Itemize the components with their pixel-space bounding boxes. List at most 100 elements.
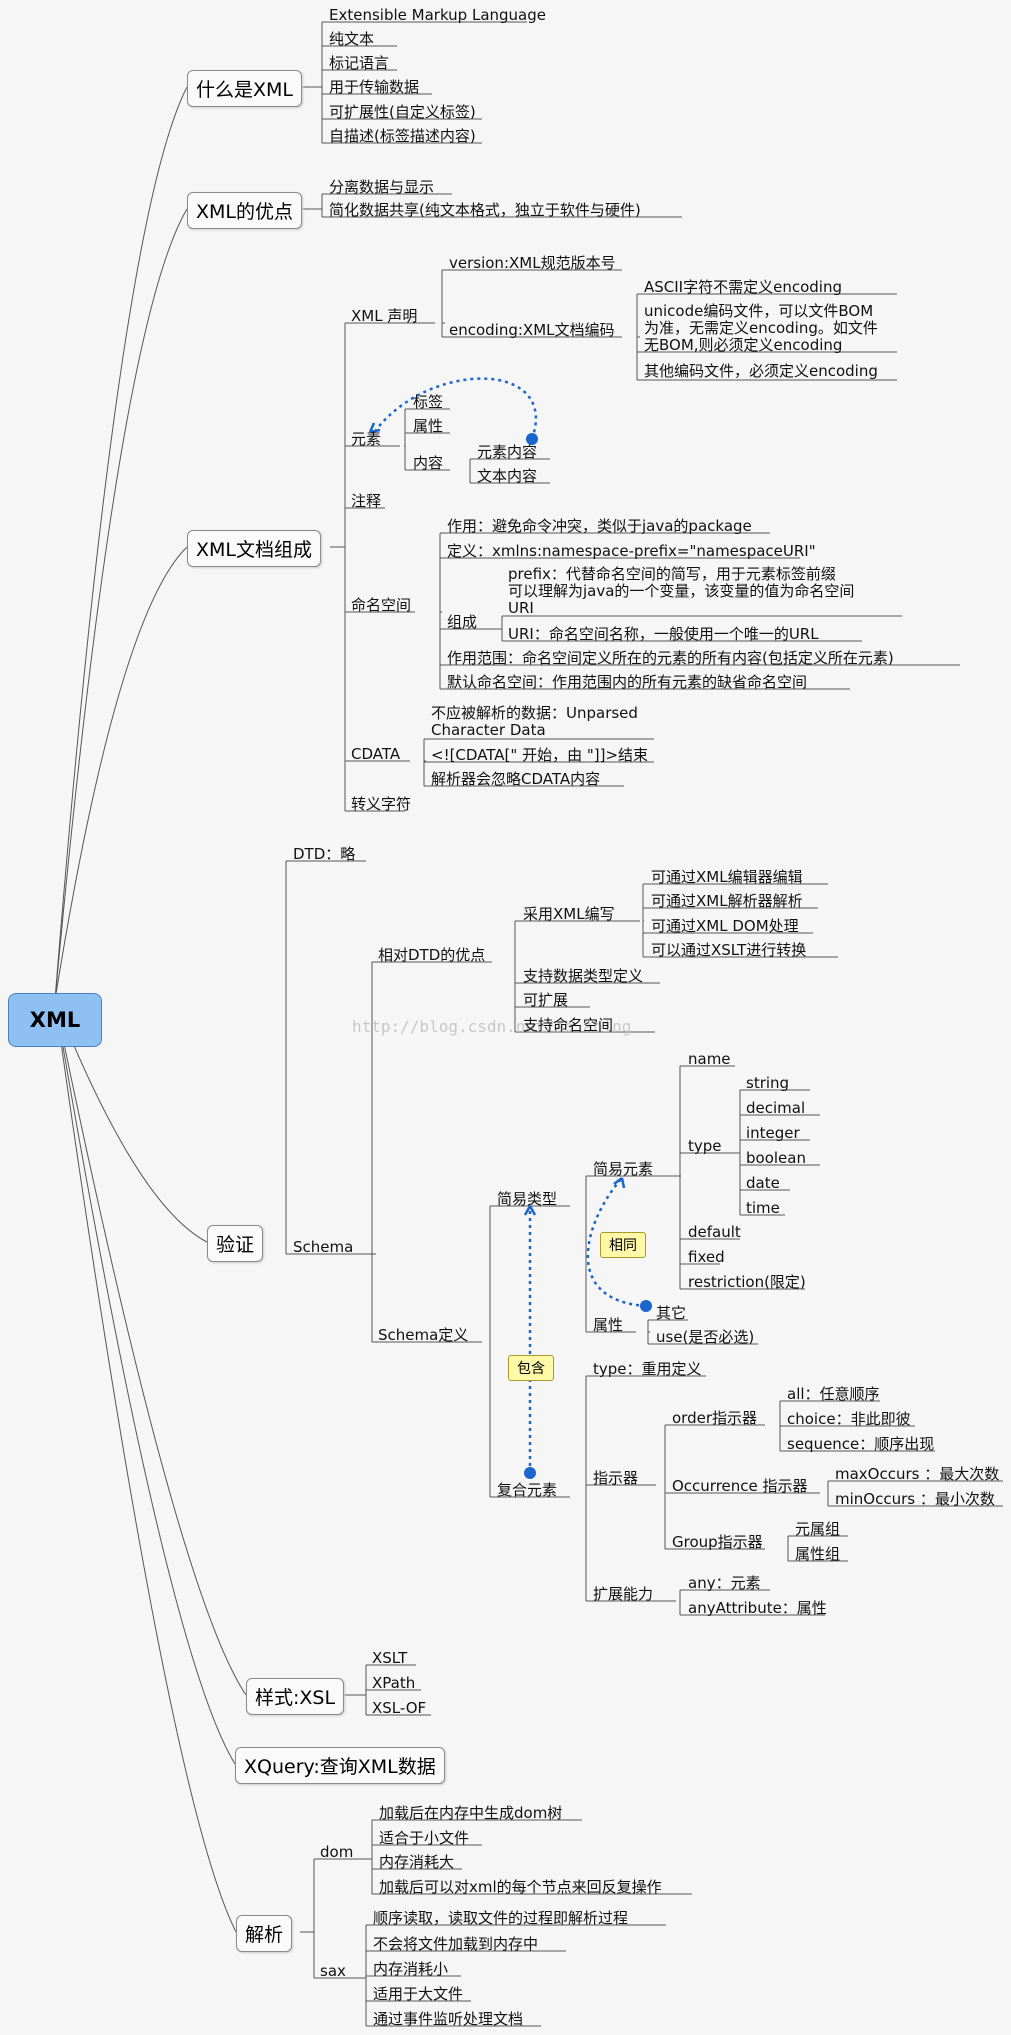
type-reuse[interactable]: type：重用定义 bbox=[593, 1360, 702, 1378]
prop-type[interactable]: type bbox=[688, 1137, 722, 1155]
node-xsl[interactable]: 样式:XSL bbox=[246, 1678, 345, 1715]
group-item[interactable]: 属性组 bbox=[795, 1545, 841, 1563]
dom-item[interactable]: 适合于小文件 bbox=[379, 1829, 470, 1847]
decl-encoding[interactable]: encoding:XML文档编码 bbox=[449, 321, 615, 339]
attr-use[interactable]: use(是否必选) bbox=[656, 1328, 755, 1346]
type-item[interactable]: integer bbox=[746, 1124, 800, 1142]
order-item[interactable]: all：任意顺序 bbox=[787, 1385, 880, 1403]
dom-item[interactable]: 加载后可以对xml的每个节点来回反复操作 bbox=[379, 1878, 662, 1896]
root-node[interactable]: XML bbox=[8, 993, 102, 1047]
node-xquery[interactable]: XQuery:查询XML数据 bbox=[235, 1747, 445, 1784]
schema-definition[interactable]: Schema定义 bbox=[378, 1326, 469, 1344]
attr-other[interactable]: 其它 bbox=[656, 1304, 687, 1322]
element-content-elem[interactable]: 元素内容 bbox=[477, 443, 538, 461]
written-item[interactable]: 可以通过XSLT进行转换 bbox=[651, 941, 807, 959]
dtd-node[interactable]: DTD：略 bbox=[293, 845, 356, 863]
sax-item[interactable]: 适用于大文件 bbox=[373, 1985, 464, 2003]
prop-name[interactable]: name bbox=[688, 1050, 731, 1068]
element-content[interactable]: 内容 bbox=[413, 454, 444, 472]
cdata-item[interactable]: 不应被解析的数据：Unparsed Character Data bbox=[431, 704, 638, 739]
prop-fixed[interactable]: fixed bbox=[688, 1248, 725, 1266]
order-item[interactable]: sequence：顺序出现 bbox=[787, 1435, 935, 1453]
node-xml-advantages[interactable]: XML的优点 bbox=[187, 192, 302, 229]
node-parsing[interactable]: 解析 bbox=[236, 1915, 293, 1952]
extension-node[interactable]: 扩展能力 bbox=[593, 1585, 654, 1603]
comment-node[interactable]: 注释 bbox=[351, 492, 382, 510]
type-item[interactable]: time bbox=[746, 1199, 780, 1217]
adv-item[interactable]: 简化数据共享(纯文本格式，独立于软件与硬件) bbox=[329, 201, 641, 219]
what-item[interactable]: 标记语言 bbox=[329, 54, 390, 72]
written-item[interactable]: 可通过XML编辑器编辑 bbox=[651, 868, 803, 886]
written-item[interactable]: 可通过XML DOM处理 bbox=[651, 917, 799, 935]
namespace-node[interactable]: 命名空间 bbox=[351, 596, 412, 614]
schema-adv-item[interactable]: 支持数据类型定义 bbox=[523, 967, 644, 985]
type-item[interactable]: string bbox=[746, 1074, 790, 1092]
xsl-item[interactable]: XPath bbox=[372, 1674, 416, 1692]
what-item[interactable]: 纯文本 bbox=[329, 30, 375, 48]
order-item[interactable]: choice：非此即彼 bbox=[787, 1410, 911, 1428]
complex-element[interactable]: 复合元素 bbox=[497, 1481, 558, 1499]
simple-type[interactable]: 简易类型 bbox=[497, 1190, 558, 1208]
adv-item[interactable]: 分离数据与显示 bbox=[329, 178, 435, 196]
schema-advantages[interactable]: 相对DTD的优点 bbox=[378, 946, 486, 964]
element-node[interactable]: 元素 bbox=[351, 430, 382, 448]
written-item[interactable]: 可通过XML解析器解析 bbox=[651, 892, 803, 910]
schema-adv-item[interactable]: 可扩展 bbox=[523, 991, 569, 1009]
attr-node[interactable]: 属性 bbox=[593, 1316, 624, 1334]
sax-node[interactable]: sax bbox=[320, 1962, 346, 1980]
occurrence-indicator[interactable]: Occurrence 指示器 bbox=[672, 1477, 808, 1495]
occur-item[interactable]: maxOccurs ：最大次数 bbox=[835, 1465, 1000, 1483]
element-attr[interactable]: 属性 bbox=[413, 417, 444, 435]
what-item[interactable]: 自描述(标签描述内容) bbox=[329, 127, 476, 145]
ns-uri[interactable]: URI：命名空间名称，一般使用一个唯一的URL bbox=[508, 625, 819, 643]
dom-node[interactable]: dom bbox=[320, 1843, 354, 1861]
cdata-item[interactable]: 解析器会忽略CDATA内容 bbox=[431, 770, 601, 788]
group-item[interactable]: 元属组 bbox=[795, 1520, 841, 1538]
ns-compose[interactable]: 组成 bbox=[447, 613, 478, 631]
ns-scope[interactable]: 作用范围：命名空间定义所在的元素的所有内容(包括定义所在元素) bbox=[447, 649, 894, 667]
ns-definition[interactable]: 定义：xmlns:namespace-prefix="namespaceURI" bbox=[447, 542, 816, 560]
xsl-item[interactable]: XSLT bbox=[372, 1649, 408, 1667]
prop-default[interactable]: default bbox=[688, 1223, 741, 1241]
type-item[interactable]: decimal bbox=[746, 1099, 806, 1117]
node-what-is-xml[interactable]: 什么是XML bbox=[187, 70, 302, 107]
schema-node[interactable]: Schema bbox=[293, 1238, 354, 1256]
encoding-item[interactable]: ASCII字符不需定义encoding bbox=[644, 278, 842, 296]
ns-default[interactable]: 默认命名空间：作用范围内的所有元素的缺省命名空间 bbox=[447, 673, 808, 691]
schema-adv-item[interactable]: 支持命名空间 bbox=[523, 1016, 614, 1034]
sax-item[interactable]: 内存消耗小 bbox=[373, 1960, 449, 1978]
what-item[interactable]: 用于传输数据 bbox=[329, 78, 420, 96]
ns-prefix[interactable]: prefix：代替命名空间的简写，用于元素标签前缀 可以理解为java的一个变量… bbox=[508, 565, 855, 617]
encoding-item[interactable]: unicode编码文件，可以文件BOM 为准，无需定义encoding。如文件 … bbox=[644, 302, 878, 354]
decl-node[interactable]: XML 声明 bbox=[351, 307, 418, 325]
what-item[interactable]: Extensible Markup Language bbox=[329, 6, 546, 24]
node-validation[interactable]: 验证 bbox=[207, 1225, 264, 1262]
prop-restriction[interactable]: restriction(限定) bbox=[688, 1273, 806, 1291]
xsl-item[interactable]: XSL-OF bbox=[372, 1699, 427, 1717]
encoding-item[interactable]: 其他编码文件，必须定义encoding bbox=[644, 362, 878, 380]
sax-item[interactable]: 不会将文件加载到内存中 bbox=[373, 1935, 539, 1953]
sax-item[interactable]: 顺序读取，读取文件的过程即解析过程 bbox=[373, 1909, 629, 1927]
indicator-node[interactable]: 指示器 bbox=[593, 1469, 639, 1487]
type-item[interactable]: date bbox=[746, 1174, 780, 1192]
ext-item[interactable]: anyAttribute：属性 bbox=[688, 1599, 827, 1617]
decl-version[interactable]: version:XML规范版本号 bbox=[449, 254, 616, 272]
order-indicator[interactable]: order指示器 bbox=[672, 1409, 757, 1427]
group-indicator[interactable]: Group指示器 bbox=[672, 1533, 763, 1551]
type-item[interactable]: boolean bbox=[746, 1149, 806, 1167]
escape-node[interactable]: 转义字符 bbox=[351, 795, 412, 813]
element-content-text[interactable]: 文本内容 bbox=[477, 467, 538, 485]
written-in-xml[interactable]: 采用XML编写 bbox=[523, 905, 615, 923]
what-item[interactable]: 可扩展性(自定义标签) bbox=[329, 103, 476, 121]
dom-item[interactable]: 内存消耗大 bbox=[379, 1853, 455, 1871]
ns-usage[interactable]: 作用：避免命令冲突，类似于java的package bbox=[447, 517, 752, 535]
occur-item[interactable]: minOccurs ：最小次数 bbox=[835, 1490, 995, 1508]
sax-item[interactable]: 通过事件监听处理文档 bbox=[373, 2010, 524, 2028]
node-xml-document[interactable]: XML文档组成 bbox=[187, 530, 321, 567]
cdata-item[interactable]: <![CDATA[" 开始，由 "]]>结束 bbox=[431, 746, 649, 764]
element-tag[interactable]: 标签 bbox=[413, 393, 444, 411]
cdata-node[interactable]: CDATA bbox=[351, 745, 401, 763]
ext-item[interactable]: any：元素 bbox=[688, 1574, 761, 1592]
simple-element[interactable]: 简易元素 bbox=[593, 1160, 654, 1178]
dom-item[interactable]: 加载后在内存中生成dom树 bbox=[379, 1804, 563, 1822]
